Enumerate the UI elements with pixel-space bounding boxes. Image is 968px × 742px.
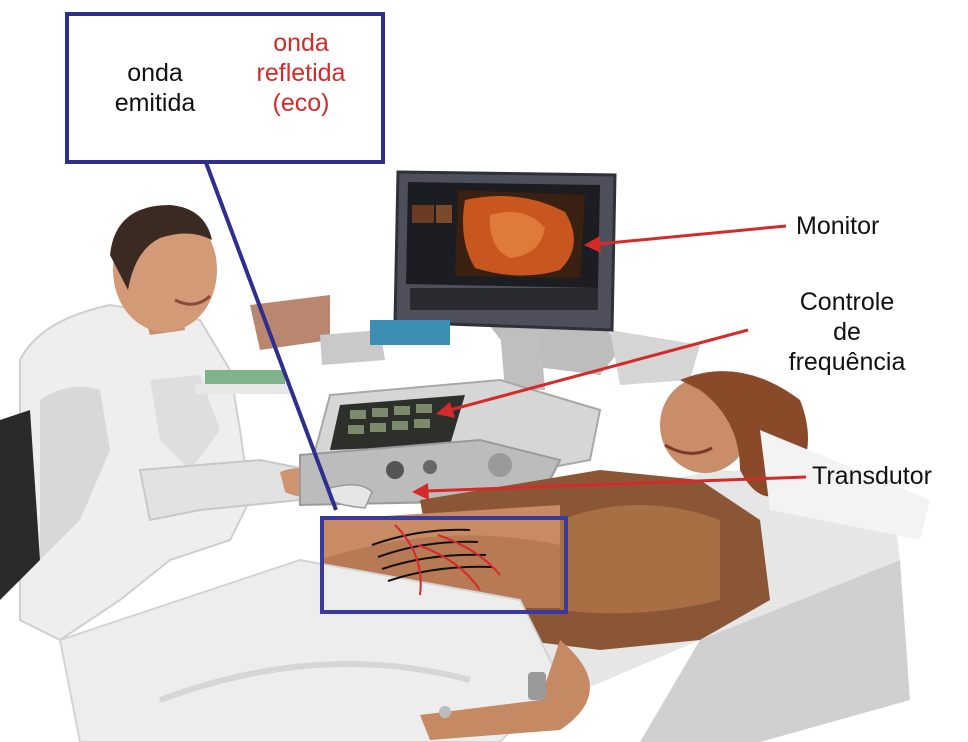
reflected-wave-label: onda refletida (eco)	[236, 28, 366, 118]
transducer-label: Transdutor	[812, 461, 932, 491]
emitted-wave-label: onda emitida	[92, 58, 218, 118]
belly-highlight-box	[320, 516, 568, 614]
frequency-control-label: Controle de frequência	[742, 287, 952, 377]
monitor-label: Monitor	[796, 211, 879, 241]
monitor-arrow	[598, 226, 786, 244]
